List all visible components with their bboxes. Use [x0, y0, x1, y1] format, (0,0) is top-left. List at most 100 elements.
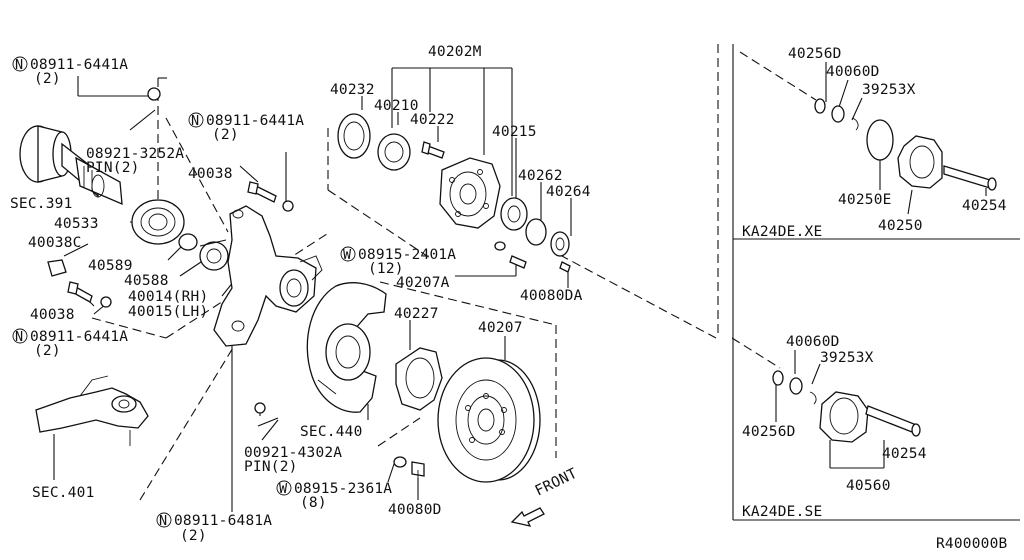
- part-40215: 40215: [492, 124, 537, 140]
- part-40262: 40262: [518, 168, 563, 184]
- part-40560: 40560: [846, 478, 891, 494]
- w-symbol-icon: [340, 246, 356, 262]
- inset-frames: [717, 44, 1020, 521]
- part-40588: 40588: [124, 273, 169, 289]
- dust-shield: [306, 282, 387, 413]
- n-symbol-letter: N: [15, 329, 23, 345]
- lower-arm: [35, 375, 149, 446]
- spacer-washer: [178, 233, 198, 251]
- grease-seal: [131, 199, 185, 245]
- steering-knuckle: [213, 205, 323, 347]
- xe-free-hub: [814, 98, 997, 191]
- part-40254-xe: 40254: [962, 198, 1007, 214]
- oil-seal: [337, 113, 371, 159]
- inner-bearing: [377, 133, 411, 171]
- front-label: FRONT: [533, 466, 580, 500]
- part-40038-top: 40038: [188, 166, 233, 182]
- part-40264: 40264: [546, 184, 591, 200]
- ref-nut-08911-6441a-mid: 08911-6441A: [206, 113, 304, 129]
- part-40080d: 40080D: [388, 502, 442, 518]
- bolt-40038-top: [247, 181, 277, 203]
- n-symbol-icon: [188, 112, 204, 128]
- section-401-label: SEC.401: [32, 485, 95, 501]
- part-40210: 40210: [374, 98, 419, 114]
- part-40250: 40250: [878, 218, 923, 234]
- symbol-markers: N N N N W W: [12, 56, 356, 529]
- washer-upper: [494, 241, 506, 251]
- n-symbol-icon: [12, 328, 28, 344]
- ref-nut-08911-6481a: 08911-6481A: [174, 513, 272, 529]
- drive-shaft: [19, 125, 123, 206]
- section-391-label: SEC.391: [10, 196, 73, 212]
- ref-pin-00921-4302a: 00921-4302A: [244, 445, 342, 461]
- part-40015-lh: 40015(LH): [128, 304, 208, 320]
- ref-pin-08921-3252a: 08921-3252A: [86, 146, 184, 162]
- lock-nut: [550, 231, 570, 257]
- brake-rotor: [437, 357, 541, 483]
- se-free-hub: [772, 370, 921, 443]
- part-40014-rh: 40014(RH): [128, 289, 208, 305]
- part-40533: 40533: [54, 216, 99, 232]
- part-40227: 40227: [394, 306, 439, 322]
- parts-artwork: [19, 87, 997, 527]
- part-40060d-xe: 40060D: [826, 64, 880, 80]
- part-40254-se: 40254: [882, 446, 927, 462]
- n-symbol-letter: N: [159, 513, 167, 529]
- part-39253x-xe: 39253X: [862, 82, 916, 98]
- drawing-id: R400000B: [936, 536, 1008, 552]
- front-arrow-icon: [510, 507, 545, 527]
- nut-lower: [100, 296, 112, 308]
- qty-label: (2): [212, 127, 239, 143]
- w-symbol-letter: W: [279, 481, 288, 497]
- ref-nut-08911-6441a-lower: 08911-6441A: [30, 329, 128, 345]
- part-40038-lower: 40038: [30, 307, 75, 323]
- qty-label: (2): [34, 343, 61, 359]
- bolt-40080D: [411, 461, 425, 478]
- variant-xe-label: KA24DE.XE: [742, 224, 822, 240]
- w-symbol-letter: W: [343, 247, 352, 263]
- part-40256d-se: 40256D: [742, 424, 796, 440]
- n-symbol-letter: N: [15, 57, 23, 73]
- part-40256d-xe: 40256D: [788, 46, 842, 62]
- qty-label: (8): [300, 495, 327, 511]
- qty-label: PIN(2): [86, 160, 140, 176]
- part-40207a: 40207A: [396, 275, 450, 291]
- hub-bolt: [421, 141, 445, 159]
- cotter-pin: [257, 417, 279, 427]
- part-40080da: 40080DA: [520, 288, 583, 304]
- part-40060d-se: 40060D: [786, 334, 840, 350]
- part-39253x-se: 39253X: [820, 350, 874, 366]
- part-40232: 40232: [330, 82, 375, 98]
- qty-label: (2): [34, 71, 61, 87]
- part-40202m: 40202M: [428, 44, 482, 60]
- lock-washer: [525, 218, 547, 246]
- screw-40080DA: [559, 261, 571, 273]
- nut-knuckle-lower: [254, 402, 266, 414]
- part-40589: 40589: [88, 258, 133, 274]
- part-40222: 40222: [410, 112, 455, 128]
- part-40038c: 40038C: [28, 235, 82, 251]
- leader-lines: [37, 51, 987, 512]
- n-symbol-icon: [156, 512, 172, 528]
- variant-se-label: KA24DE.SE: [742, 504, 822, 520]
- plug: [47, 259, 67, 277]
- ref-washer-08915-2401a: 08915-2401A: [358, 247, 456, 263]
- nut-knuckle: [282, 200, 294, 212]
- part-40250e: 40250E: [838, 192, 892, 208]
- w-symbol-icon: [276, 480, 292, 496]
- ref-nut-08911-6441a-top: 08911-6441A: [30, 57, 128, 73]
- ref-washer-08915-2361a: 08915-2361A: [294, 481, 392, 497]
- washer-lower: [393, 456, 407, 468]
- qty-label: (2): [180, 528, 207, 544]
- bolt-40038-lower: [67, 281, 93, 303]
- part-labels: 08911-6441A (2) 08921-3252A PIN(2) SEC.3…: [10, 44, 1008, 552]
- qty-label: PIN(2): [244, 459, 298, 475]
- bolt-40207A: [509, 255, 527, 269]
- wheel-hub: [439, 157, 501, 229]
- n-symbol-letter: N: [191, 113, 199, 129]
- section-440-label: SEC.440: [300, 424, 363, 440]
- caliper-bracket: [395, 347, 443, 411]
- outer-bearing: [500, 197, 528, 231]
